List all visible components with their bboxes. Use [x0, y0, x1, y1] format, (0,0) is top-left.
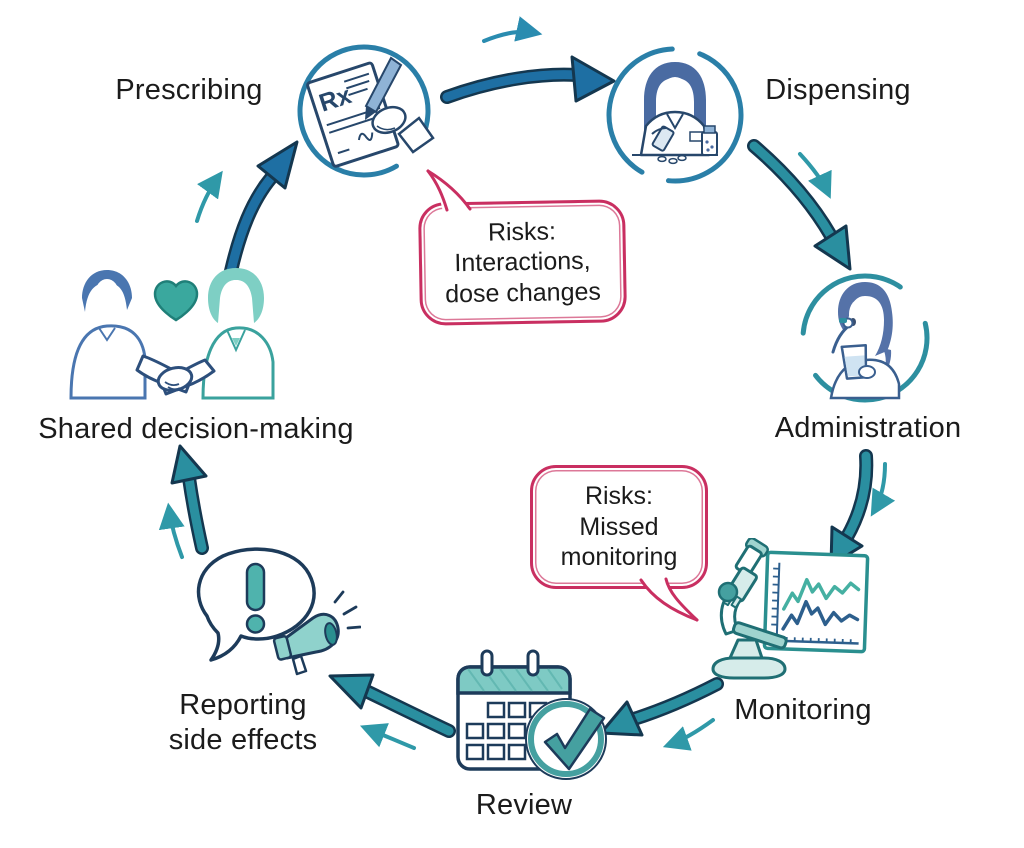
pen-hand — [364, 56, 435, 154]
stage-label-monitoring: Monitoring — [734, 694, 872, 726]
arrow-shared-to-prescribing — [195, 140, 299, 278]
risk-bubble-missed-monitoring: Risks: Missed monitoring — [530, 465, 708, 589]
handshake-heart-icon — [55, 258, 290, 403]
exclamation-mark — [245, 562, 266, 612]
megaphone — [272, 590, 361, 676]
stage-label-review: Review — [475, 789, 573, 821]
clinician-figure — [201, 268, 275, 400]
arrow-prescribing-to-dispensing-small — [482, 16, 543, 43]
arrow-prescribing-to-dispensing — [440, 16, 616, 104]
arrow-reporting-to-shared-small — [158, 502, 185, 559]
arrow-shared-to-prescribing-small — [195, 170, 223, 223]
microscope — [711, 538, 788, 680]
arrow-monitoring-to-review — [599, 677, 724, 751]
arrow-dispensing-to-administration-small — [798, 152, 832, 199]
check-mark — [543, 707, 606, 771]
arrow-monitoring-to-review-small — [662, 718, 715, 751]
risk-bubble-interactions-text: Risks: Interactions, dose changes — [444, 217, 602, 309]
stage-label-administration: Administration — [774, 412, 962, 444]
stage-label-dispensing: Dispensing — [765, 74, 911, 106]
handshake — [135, 354, 216, 396]
stage-label-reporting: Reporting side effects — [168, 689, 318, 756]
stage-label-prescribing: Prescribing — [115, 74, 263, 106]
patient-taking-pill-icon — [793, 270, 937, 410]
prescription-pad-icon: Rx — [293, 40, 435, 182]
calendar-check-icon — [452, 645, 612, 795]
alert-megaphone-icon — [183, 538, 361, 688]
risk-bubble-missed-monitoring-text: Risks: Missed monitoring — [560, 482, 678, 572]
arrow-administration-to-monitoring-small — [870, 462, 896, 517]
calendar-grid — [465, 701, 567, 761]
arrow-dispensing-to-administration — [747, 139, 852, 271]
pharmacist-icon — [602, 42, 748, 188]
microscope-chart-icon — [700, 538, 875, 688]
risk-bubble-interactions: Risks: Interactions, dose changes — [417, 199, 628, 326]
monitoring-chart — [762, 550, 870, 654]
patient-figure — [69, 270, 147, 400]
heart — [153, 280, 199, 322]
arrow-review-to-reporting-small — [359, 723, 416, 750]
stage-label-shared-decision: Shared decision-making — [38, 413, 354, 445]
